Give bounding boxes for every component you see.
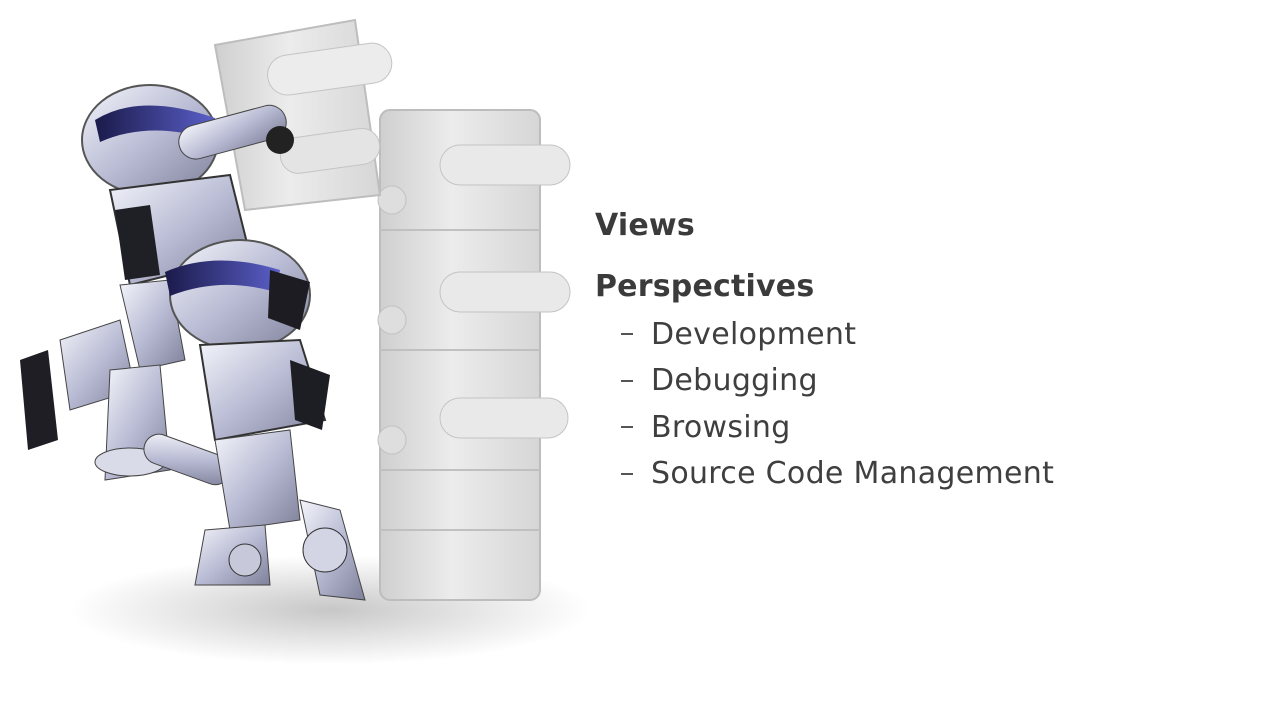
perspectives-list: Development Debugging Browsing Source Co… (595, 311, 1235, 497)
topic-perspectives: Perspectives (595, 269, 815, 304)
list-item-label: Source Code Management (651, 456, 1055, 492)
dash-icon (621, 472, 633, 475)
lower-robot (143, 239, 366, 601)
list-item-label: Debugging (651, 363, 818, 399)
dash-icon (621, 426, 633, 429)
dash-icon (621, 379, 633, 382)
list-item: Browsing (595, 404, 1235, 451)
topic-views: Views (595, 208, 695, 243)
list-item: Development (595, 311, 1235, 358)
dash-icon (621, 333, 633, 336)
list-item: Source Code Management (595, 451, 1235, 498)
list-item-label: Development (651, 316, 857, 352)
list-item-label: Browsing (651, 409, 791, 445)
robots-stacking-puzzle-pieces-icon (20, 18, 590, 665)
topic-list: Views Perspectives Development Debugging… (595, 204, 1235, 497)
lifted-puzzle-piece (213, 18, 393, 212)
list-item: Debugging (595, 358, 1235, 405)
puzzle-tower (377, 109, 571, 601)
